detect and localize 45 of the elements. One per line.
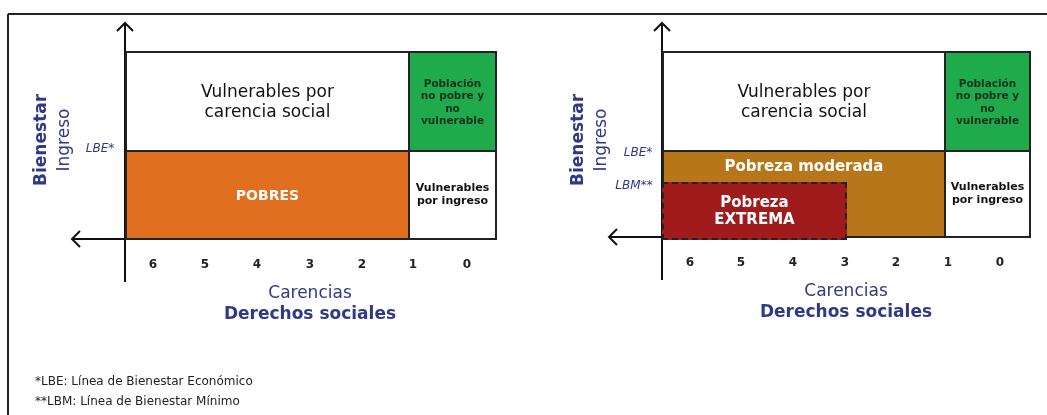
region-label: Vulnerables por carencia social	[736, 81, 872, 122]
tick-label: 2	[357, 257, 367, 271]
region-label: Vulnerables por ingreso	[414, 182, 491, 208]
region-cell	[408, 150, 497, 240]
tick-label: 0	[995, 255, 1005, 269]
region-cell	[944, 51, 1031, 152]
axis-title: Bienestar	[567, 93, 587, 187]
tick-label: 5	[736, 255, 746, 269]
region-label: Población no pobre y no vulnerable	[954, 77, 1021, 126]
region-label: Pobreza moderada	[724, 158, 884, 176]
tick-label: 4	[252, 257, 262, 271]
region-cell	[125, 51, 410, 152]
tick-label: 0	[462, 257, 472, 271]
axis-title: Ingreso	[590, 108, 610, 172]
tick-label: 6	[685, 255, 695, 269]
axis-title: Bienestar	[30, 93, 50, 187]
footnote: **LBM: Línea de Bienestar Mínimo	[35, 394, 240, 408]
tick-label: 5	[200, 257, 210, 271]
region-cell	[662, 150, 946, 238]
region-cell	[662, 51, 946, 152]
axis-title: Derechos sociales	[223, 303, 397, 323]
threshold-label: LBE*	[623, 145, 653, 159]
threshold-label: LBE*	[85, 141, 115, 155]
tick-label: 4	[788, 255, 798, 269]
tick-label: 3	[305, 257, 315, 271]
region-label: POBRES	[235, 186, 300, 204]
region-cell	[662, 182, 847, 240]
threshold-label: LBM**	[615, 178, 653, 192]
region-cell	[125, 150, 410, 240]
axis-title: Ingreso	[53, 108, 73, 172]
region-label: Vulnerables por ingreso	[949, 181, 1026, 207]
region-cell	[408, 51, 497, 152]
axis-title: Carencias	[268, 282, 352, 302]
region-label: Vulnerables por carencia social	[200, 81, 335, 122]
region-label: Pobreza EXTREMA	[713, 193, 796, 229]
tick-label: 6	[148, 257, 158, 271]
region-cell	[944, 150, 1031, 238]
tick-label: 1	[943, 255, 953, 269]
footnote: *LBE: Línea de Bienestar Económico	[35, 374, 253, 388]
axis-title: Carencias	[804, 280, 888, 300]
tick-label: 2	[891, 255, 901, 269]
tick-label: 3	[840, 255, 850, 269]
tick-label: 1	[408, 257, 418, 271]
axis-title: Derechos sociales	[759, 301, 933, 321]
region-label: Población no pobre y no vulnerable	[419, 77, 486, 126]
